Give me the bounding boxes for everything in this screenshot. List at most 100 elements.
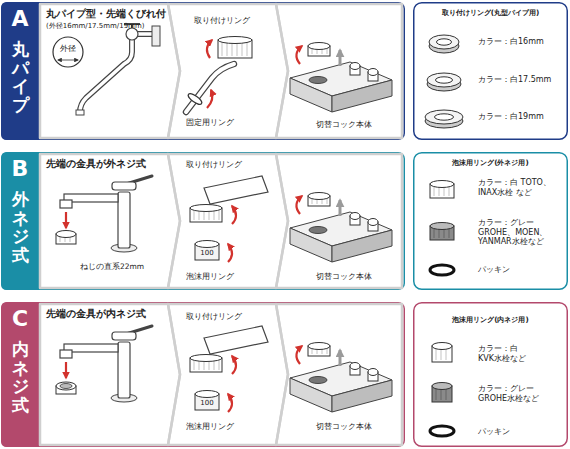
chevron-panel	[40, 304, 180, 445]
chevron-panel	[276, 4, 402, 138]
row-title: 丸パイプ	[12, 40, 29, 115]
parts-box: 泡沫用リング(外ネジ用)カラー：白 TOTO、INAX水栓 などカラー：グレー …	[413, 152, 568, 290]
attach-ring-top	[308, 343, 330, 350]
packing	[430, 265, 454, 275]
ring-hole	[435, 114, 454, 120]
thread-line	[436, 348, 437, 360]
row-title: 内ネジ式	[12, 340, 29, 415]
spout-tip	[60, 200, 72, 208]
turn-arrow	[296, 346, 302, 364]
part-color-label: カラー：グレー GROHE、MOEN、 YANMAR水栓など	[478, 218, 564, 247]
pipe-outline	[186, 64, 234, 112]
row-tab	[1, 2, 39, 140]
spout-tip	[60, 350, 72, 358]
thread-line	[434, 228, 435, 238]
diameter-arrow	[58, 60, 78, 61]
cock-knob-top	[350, 363, 360, 370]
turn-arrow	[232, 206, 236, 224]
spout-end	[204, 176, 268, 204]
cock-knob-top	[368, 69, 378, 76]
spout-end	[204, 326, 268, 354]
part-label: 泡沫用リング	[186, 422, 272, 432]
chevron-panel	[276, 304, 402, 445]
up-arrow	[339, 200, 342, 216]
turn-arrow	[296, 46, 302, 64]
packing	[430, 426, 454, 436]
chevron-panel	[168, 154, 288, 288]
ring-face	[429, 35, 459, 49]
parts-border	[414, 3, 568, 140]
ring-hole	[436, 77, 453, 83]
parts-border	[414, 303, 568, 447]
step-row: B外ネジ式先端の金具が外ネジ式ねじの直系22mm取り付けリング泡沫用リング切替コ…	[1, 152, 405, 290]
cock-front	[290, 78, 332, 112]
step-heading: 先端の金具が外ネジ式	[46, 158, 178, 170]
grey-foam-ring-top	[432, 383, 452, 390]
turn-arrow	[207, 90, 212, 108]
up-arrow	[339, 50, 342, 66]
thread-line	[219, 360, 220, 370]
chevron-panel	[40, 154, 180, 288]
part-color-label: カラー：グレー GROHE水栓など	[478, 384, 564, 403]
outer-diameter-circle	[53, 37, 83, 67]
row-illustration	[56, 326, 454, 436]
thread-line	[449, 186, 450, 196]
step-panel: 切替コック本体	[276, 154, 402, 288]
row-border	[2, 303, 405, 447]
dimension-label: 外径	[56, 44, 80, 53]
parts-border	[414, 153, 568, 290]
part-color-label: カラー：白 TOTO、INAX水栓 など	[478, 178, 564, 197]
thread-line	[194, 360, 195, 370]
thread-line	[232, 42, 233, 56]
up-arrow	[339, 350, 342, 366]
row-title: 外ネジ式	[12, 190, 29, 265]
down-arrow	[65, 212, 67, 228]
part-color-label: カラー：白16mm	[478, 37, 564, 47]
step-note: (外径16mm/17.5mm/19mm)	[46, 22, 178, 30]
part-label: 取り付けリング	[194, 16, 280, 26]
thread-line	[434, 186, 435, 196]
white-foam-ring-top	[432, 343, 452, 350]
pipe-tip	[76, 110, 84, 115]
step-heading: 丸パイプ型・先端くびれ付	[46, 8, 178, 20]
fixing-ring	[187, 92, 204, 106]
attach-ring-top	[308, 193, 330, 200]
step-note: ねじの直系22mm	[80, 262, 172, 271]
pipe-outline	[80, 34, 156, 112]
cock-front	[290, 378, 332, 412]
thread-line	[436, 388, 437, 400]
chevron-panel	[276, 154, 402, 288]
wall-plate	[152, 26, 160, 46]
faucet-body	[118, 342, 130, 398]
part-color-label: カラー：白19mm	[478, 112, 564, 122]
step-panel: 切替コック本体	[276, 304, 402, 445]
step-panel: 取り付けリング泡沫用リング	[168, 304, 288, 445]
pipe-body	[80, 34, 156, 112]
turn-arrow	[228, 394, 232, 412]
cock-port	[309, 377, 327, 384]
step-panel: 取り付けリング固定用リング	[168, 4, 288, 138]
turn-arrow	[228, 244, 232, 262]
turn-arrow	[207, 40, 212, 58]
thread-line	[446, 388, 447, 400]
chevron-panel	[168, 304, 288, 445]
thread-line	[242, 42, 243, 56]
part-color-label: カラー：白17.5mm	[478, 75, 564, 85]
part-color-label: カラー：白 KVK水栓など	[478, 344, 564, 363]
part-label: 固定用リング	[186, 118, 272, 128]
thread-line	[219, 210, 220, 220]
part-color-label: パッキン	[478, 265, 564, 275]
part-label: 切替コック本体	[316, 422, 396, 432]
foam-ring-top	[195, 391, 219, 398]
ring-face	[425, 110, 463, 124]
parts-box: 泡沫用リング(内ネジ用)カラー：白 KVK水栓などカラー：グレー GROHE水栓…	[413, 302, 568, 447]
step-panel: 先端の金具が外ネジ式ねじの直系22mm	[40, 154, 180, 288]
step-panel: 切替コック本体	[276, 4, 402, 138]
thread-line	[222, 42, 223, 56]
attach-ring-top	[218, 37, 252, 44]
part-label: 切替コック本体	[316, 120, 396, 130]
step-panel-outline	[40, 304, 180, 445]
ring-number: 100	[195, 249, 219, 257]
cock-knob-top	[368, 219, 378, 226]
